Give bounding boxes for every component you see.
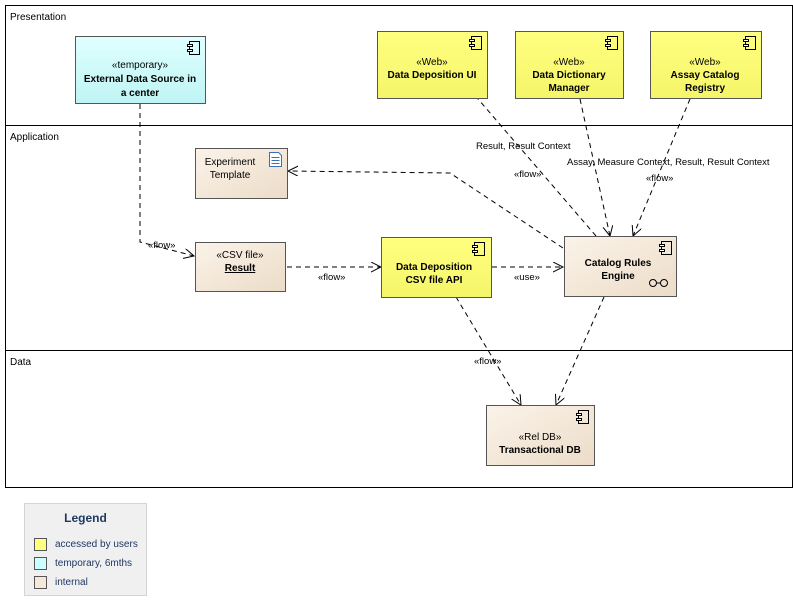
legend-swatch — [34, 537, 47, 551]
node-name-line1: Data Deposition UI — [388, 70, 477, 81]
edge-labels: «flow» «flow» «use» Result, Result Conte… — [148, 141, 770, 367]
node-stereotype: «Web» — [416, 57, 448, 68]
edge-label-result-context: Result, Result Context — [476, 141, 571, 152]
legend-label: accessed by users — [55, 538, 138, 550]
component-icon — [743, 36, 756, 50]
edge-assay-to-engine — [633, 98, 691, 236]
edge-label-assay-context: Assay, Measure Context, Result, Result C… — [567, 157, 770, 168]
edge-engine-to-template — [288, 171, 564, 249]
edge-label-api-to-db: «flow» — [474, 356, 501, 367]
node-name-line2: a center — [121, 88, 159, 99]
edge-external-to-csv — [139, 104, 194, 256]
lane-label-presentation: Presentation — [10, 12, 66, 23]
node-stereotype: «Web» — [689, 57, 721, 68]
edge-label-api-to-engine: «use» — [514, 272, 540, 283]
edge-label-external-to-csv: «flow» — [148, 240, 175, 251]
node-transactional-db[interactable]: «Rel DB» Transactional DB — [486, 405, 595, 466]
legend-item-temporary: temporary, 6mths — [34, 556, 132, 570]
node-stereotype: «Web» — [553, 57, 585, 68]
node-csv-result[interactable]: «CSV file» Result — [195, 242, 286, 292]
lane-label-application: Application — [10, 132, 59, 143]
legend-label: temporary, 6mths — [55, 557, 133, 569]
component-icon — [469, 36, 482, 50]
edge-label-assay-flow: «flow» — [646, 173, 673, 184]
legend-title: Legend — [64, 511, 107, 525]
legend-swatch — [34, 575, 47, 589]
edge-api-to-db — [455, 296, 521, 405]
node-name-line2: Registry — [685, 83, 725, 94]
node-name-line2: CSV file API — [406, 275, 463, 286]
node-assay-catalog-registry[interactable]: «Web» Assay Catalog Registry — [650, 31, 762, 99]
edge-engine-to-db — [556, 296, 605, 405]
edge-label-csv-to-api: «flow» — [318, 272, 345, 283]
node-name-line1: Assay Catalog — [671, 70, 740, 81]
node-name-line1: Catalog Rules — [585, 258, 652, 269]
node-name-line1: Experiment — [205, 157, 256, 168]
node-name-line1: Data Deposition — [396, 262, 472, 273]
legend-item-accessed-by-users: accessed by users — [34, 537, 138, 551]
node-name-line2: Engine — [601, 271, 635, 282]
composite-icon — [649, 279, 668, 287]
edges — [139, 85, 691, 405]
node-external-data-source[interactable]: «temporary» External Data Source in a ce… — [75, 36, 206, 104]
node-name-line2: Template — [210, 170, 251, 181]
node-name-line2: Manager — [548, 83, 589, 94]
component-icon — [605, 36, 618, 50]
edge-engine-to-ui — [466, 85, 597, 237]
legend-label: internal — [55, 576, 88, 588]
node-data-dictionary-manager[interactable]: «Web» Data Dictionary Manager — [515, 31, 624, 99]
component-icon — [187, 41, 200, 55]
edge-label-engine-to-ui-flow: «flow» — [514, 169, 541, 180]
component-icon — [576, 410, 589, 424]
node-stereotype: «CSV file» — [216, 250, 264, 261]
node-name-line1: Result — [225, 263, 256, 274]
lane-label-data: Data — [10, 357, 32, 368]
node-csv-file-api[interactable]: Data Deposition CSV file API — [381, 237, 492, 298]
component-icon — [659, 241, 672, 255]
node-stereotype: «Rel DB» — [519, 432, 562, 443]
legend-swatch — [34, 556, 47, 570]
node-experiment-template[interactable]: Experiment Template — [195, 148, 288, 199]
document-icon — [269, 152, 282, 167]
node-data-deposition-ui[interactable]: «Web» Data Deposition UI — [377, 31, 488, 99]
node-name-line1: Transactional DB — [499, 445, 581, 456]
node-catalog-rules-engine[interactable]: Catalog Rules Engine — [564, 236, 677, 297]
legend-item-internal: internal — [34, 575, 88, 589]
legend: Legend accessed by users temporary, 6mth… — [24, 503, 147, 596]
component-icon — [472, 242, 485, 256]
node-name-line1: External Data Source in — [84, 74, 196, 85]
node-name-line1: Data Dictionary — [532, 70, 606, 81]
node-stereotype: «temporary» — [112, 60, 169, 71]
